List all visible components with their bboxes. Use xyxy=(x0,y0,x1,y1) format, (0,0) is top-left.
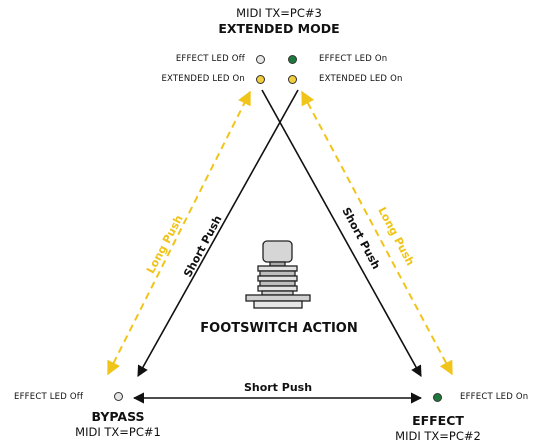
top-left-label-1: EFFECT LED Off xyxy=(175,54,245,64)
bypass-led-indicator xyxy=(114,392,123,401)
long-push-label-right: Long Push xyxy=(375,205,417,268)
footswitch-action-label: FOOTSWITCH ACTION xyxy=(200,321,358,336)
extended-mode-midi: MIDI TX=PC#3 xyxy=(236,6,322,20)
effect-title: EFFECT xyxy=(412,413,464,428)
bypass-led-label: EFFECT LED Off xyxy=(14,392,84,402)
top-left-label-2: EXTENDED LED On xyxy=(161,74,245,84)
effect-led-on-indicator xyxy=(288,55,297,64)
top-right-label-2: EXTENDED LED On xyxy=(319,74,403,84)
short-push-label-right: Short Push xyxy=(339,205,382,271)
effect-midi: MIDI TX=PC#2 xyxy=(395,429,481,443)
footswitch-icon xyxy=(245,240,311,309)
extended-mode-title: EXTENDED MODE xyxy=(218,21,340,36)
effect-led-indicator xyxy=(433,393,442,402)
short-push-label-left: Short Push xyxy=(181,213,224,279)
extended-led-on-indicator-left xyxy=(256,75,265,84)
bypass-midi: MIDI TX=PC#1 xyxy=(75,425,161,439)
effect-led-label: EFFECT LED On xyxy=(460,392,529,402)
effect-led-off-indicator xyxy=(256,55,265,64)
long-push-arrow-right xyxy=(301,90,453,376)
long-push-arrow-left xyxy=(107,90,251,376)
top-right-label-1: EFFECT LED On xyxy=(319,54,388,64)
extended-led-on-indicator-right xyxy=(288,75,297,84)
bypass-title: BYPASS xyxy=(91,409,145,424)
short-push-label-bottom: Short Push xyxy=(244,381,312,394)
long-push-label-left: Long Push xyxy=(144,213,186,276)
